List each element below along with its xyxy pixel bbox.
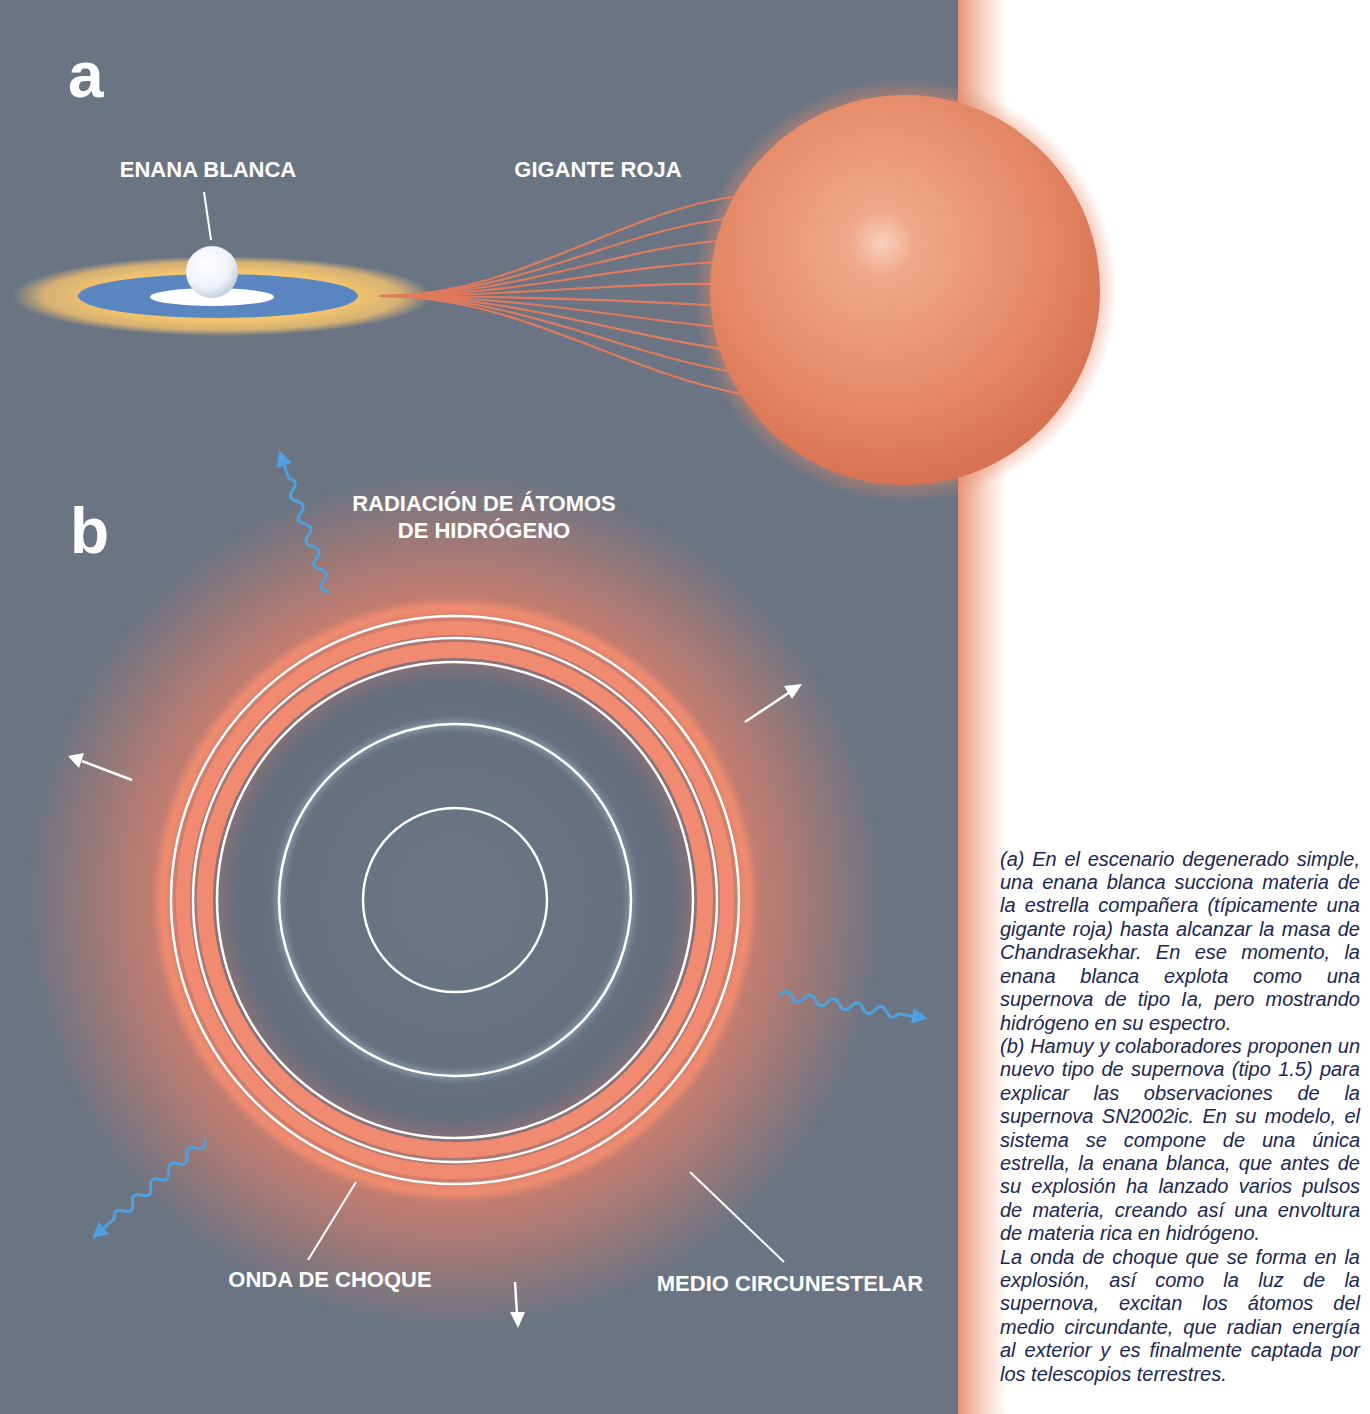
expansion-arrow	[68, 684, 802, 1328]
caption-paragraph: (b) Hamuy y colaboradores proponen un nu…	[1000, 1035, 1360, 1246]
part-label: ONDA DE CHOQUE	[200, 1266, 460, 1293]
leader-line	[308, 1182, 356, 1260]
white-dwarf	[186, 246, 238, 298]
red-giant	[710, 95, 1100, 485]
panel-letter: b	[70, 496, 109, 566]
shell-rings	[163, 608, 747, 1192]
star-halo	[693, 78, 1117, 502]
leader-line	[204, 192, 211, 240]
leader-line	[690, 1172, 784, 1262]
panel-letter: a	[68, 40, 104, 110]
caption-block: (a) En el escenario degenerado simple, u…	[1000, 848, 1360, 1386]
part-label: RADIACIÓN DE ÁTOMOS DE HIDRÓGENO	[339, 490, 629, 544]
caption-paragraph: La onda de choque que se forma en la exp…	[1000, 1246, 1360, 1386]
mass-stream	[380, 196, 742, 394]
part-label: GIGANTE ROJA	[478, 156, 718, 183]
part-label: ENANA BLANCA	[78, 156, 338, 183]
part-label: MEDIO CIRCUNESTELAR	[630, 1270, 950, 1297]
circumstellar-glow	[25, 470, 885, 1330]
caption: (a) En el escenario degenerado simple, u…	[1000, 848, 1360, 1035]
radiation-wave	[87, 448, 930, 1245]
